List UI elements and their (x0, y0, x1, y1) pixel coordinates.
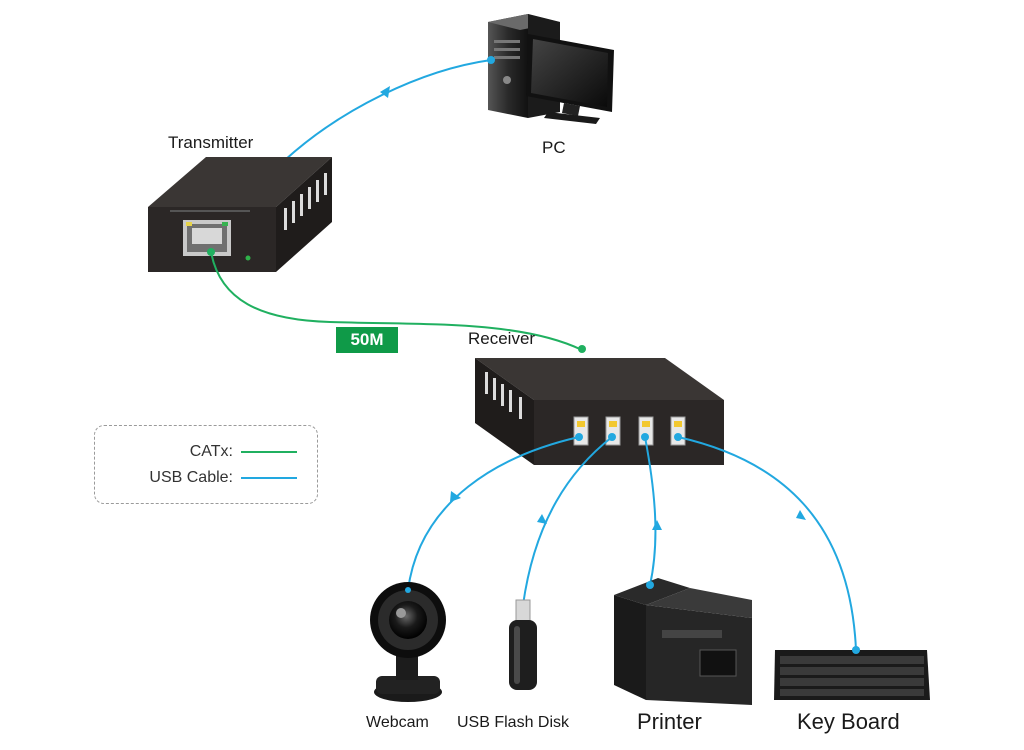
legend-swatch-usb (241, 477, 297, 479)
distance-badge: 50M (336, 327, 398, 353)
receiver-device (475, 358, 724, 465)
keyboard-icon (774, 646, 930, 700)
usb-cable-webcam (407, 436, 580, 591)
printer-label: Printer (637, 709, 702, 734)
printer-icon (614, 578, 752, 705)
catx-cable (210, 251, 583, 351)
monitor-icon (526, 34, 614, 124)
usb-cable-flash (522, 436, 613, 606)
usb-cable-keyboard (677, 436, 857, 651)
legend-row-usb: USB Cable: (149, 468, 297, 488)
keyboard-label: Key Board (797, 709, 900, 734)
webcam-icon (370, 582, 446, 702)
port-dot-receiver (578, 345, 586, 353)
legend: CATx: USB Cable: (94, 425, 318, 504)
usb-cable-arrows (450, 491, 806, 530)
receiver-label: Receiver (468, 329, 536, 348)
transmitter-label: Transmitter (168, 133, 254, 152)
transmitter-device (148, 157, 332, 272)
pc-label: PC (542, 138, 566, 157)
legend-row-catx: CATx: (190, 442, 297, 462)
usb-cable-pc (284, 59, 492, 161)
legend-swatch-catx (241, 451, 297, 453)
usb-cable-arrow (380, 86, 390, 98)
legend-label-usb: USB Cable: (149, 469, 233, 486)
usb-flash-disk-icon (509, 599, 537, 690)
usb-cable-printer (644, 436, 657, 586)
webcam-label: Webcam (366, 714, 429, 731)
flash-disk-label: USB Flash Disk (457, 714, 570, 731)
legend-label-catx: CATx: (189, 443, 233, 460)
